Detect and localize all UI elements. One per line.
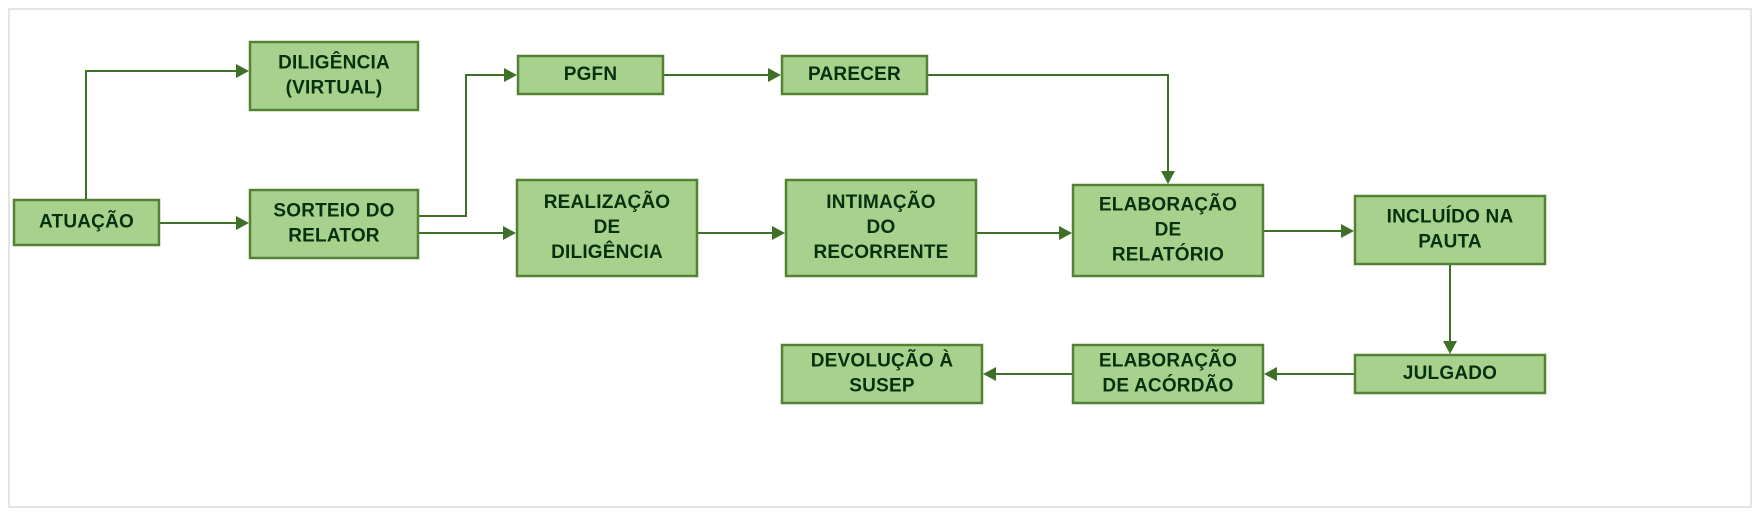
node-box[interactable]: [248, 188, 420, 260]
node-atuacao[interactable]: ATUAÇÃO: [12, 198, 161, 247]
edge-elaboracao-de-acordao-to-devolucao-a-susep: [983, 367, 1073, 381]
arrowhead-icon: [1264, 367, 1277, 381]
node-box[interactable]: [515, 178, 699, 278]
edge-realizacao-de-diligencia-to-intimacao-do-recorrente: [697, 226, 785, 240]
arrowhead-icon: [236, 216, 249, 230]
edge-parecer-to-elaboracao-de-relatorio: [927, 74, 1175, 184]
node-box[interactable]: [784, 178, 978, 278]
node-parecer[interactable]: PARECER: [780, 54, 929, 96]
edge-pgfn-to-parecer: [663, 68, 781, 82]
node-box[interactable]: [780, 343, 984, 405]
edge-elaboracao-de-relatorio-to-incluido-na-pauta: [1263, 224, 1354, 238]
arrowhead-icon: [1059, 226, 1072, 240]
edge-incluido-na-pauta-to-julgado: [1443, 264, 1457, 354]
edge-line: [927, 74, 1169, 173]
node-box[interactable]: [516, 54, 665, 96]
edge-atuacao-to-sorteio-do-relator: [159, 216, 249, 230]
node-box[interactable]: [1353, 194, 1547, 266]
edge-sorteio-do-relator-to-realizacao-de-diligencia: [418, 226, 516, 240]
arrowhead-icon: [772, 226, 785, 240]
edges-layer: [85, 64, 1457, 381]
edge-intimacao-do-recorrente-to-elaboracao-de-relatorio: [976, 226, 1072, 240]
node-pgfn[interactable]: PGFN: [516, 54, 665, 96]
node-julgado[interactable]: JULGADO: [1353, 353, 1547, 395]
node-box[interactable]: [248, 40, 420, 112]
arrowhead-icon: [983, 367, 996, 381]
edge-atuacao-to-diligencia-virtual: [85, 64, 249, 200]
node-box[interactable]: [1071, 183, 1265, 278]
edge-julgado-to-elaboracao-de-acordao: [1264, 367, 1355, 381]
edge-line: [85, 70, 238, 200]
arrowhead-icon: [503, 226, 516, 240]
node-diligencia-virtual[interactable]: DILIGÊNCIA(VIRTUAL): [248, 40, 420, 112]
arrowhead-icon: [1341, 224, 1354, 238]
node-box[interactable]: [1353, 353, 1547, 395]
node-box[interactable]: [780, 54, 929, 96]
arrowhead-icon: [768, 68, 781, 82]
edge-line: [418, 74, 506, 217]
arrowhead-icon: [1443, 341, 1457, 354]
node-box[interactable]: [1071, 343, 1265, 405]
arrowhead-icon: [236, 64, 249, 78]
edge-sorteio-do-relator-to-pgfn: [418, 68, 517, 217]
node-box[interactable]: [12, 198, 161, 247]
arrowhead-icon: [1161, 171, 1175, 184]
arrowhead-icon: [504, 68, 517, 82]
